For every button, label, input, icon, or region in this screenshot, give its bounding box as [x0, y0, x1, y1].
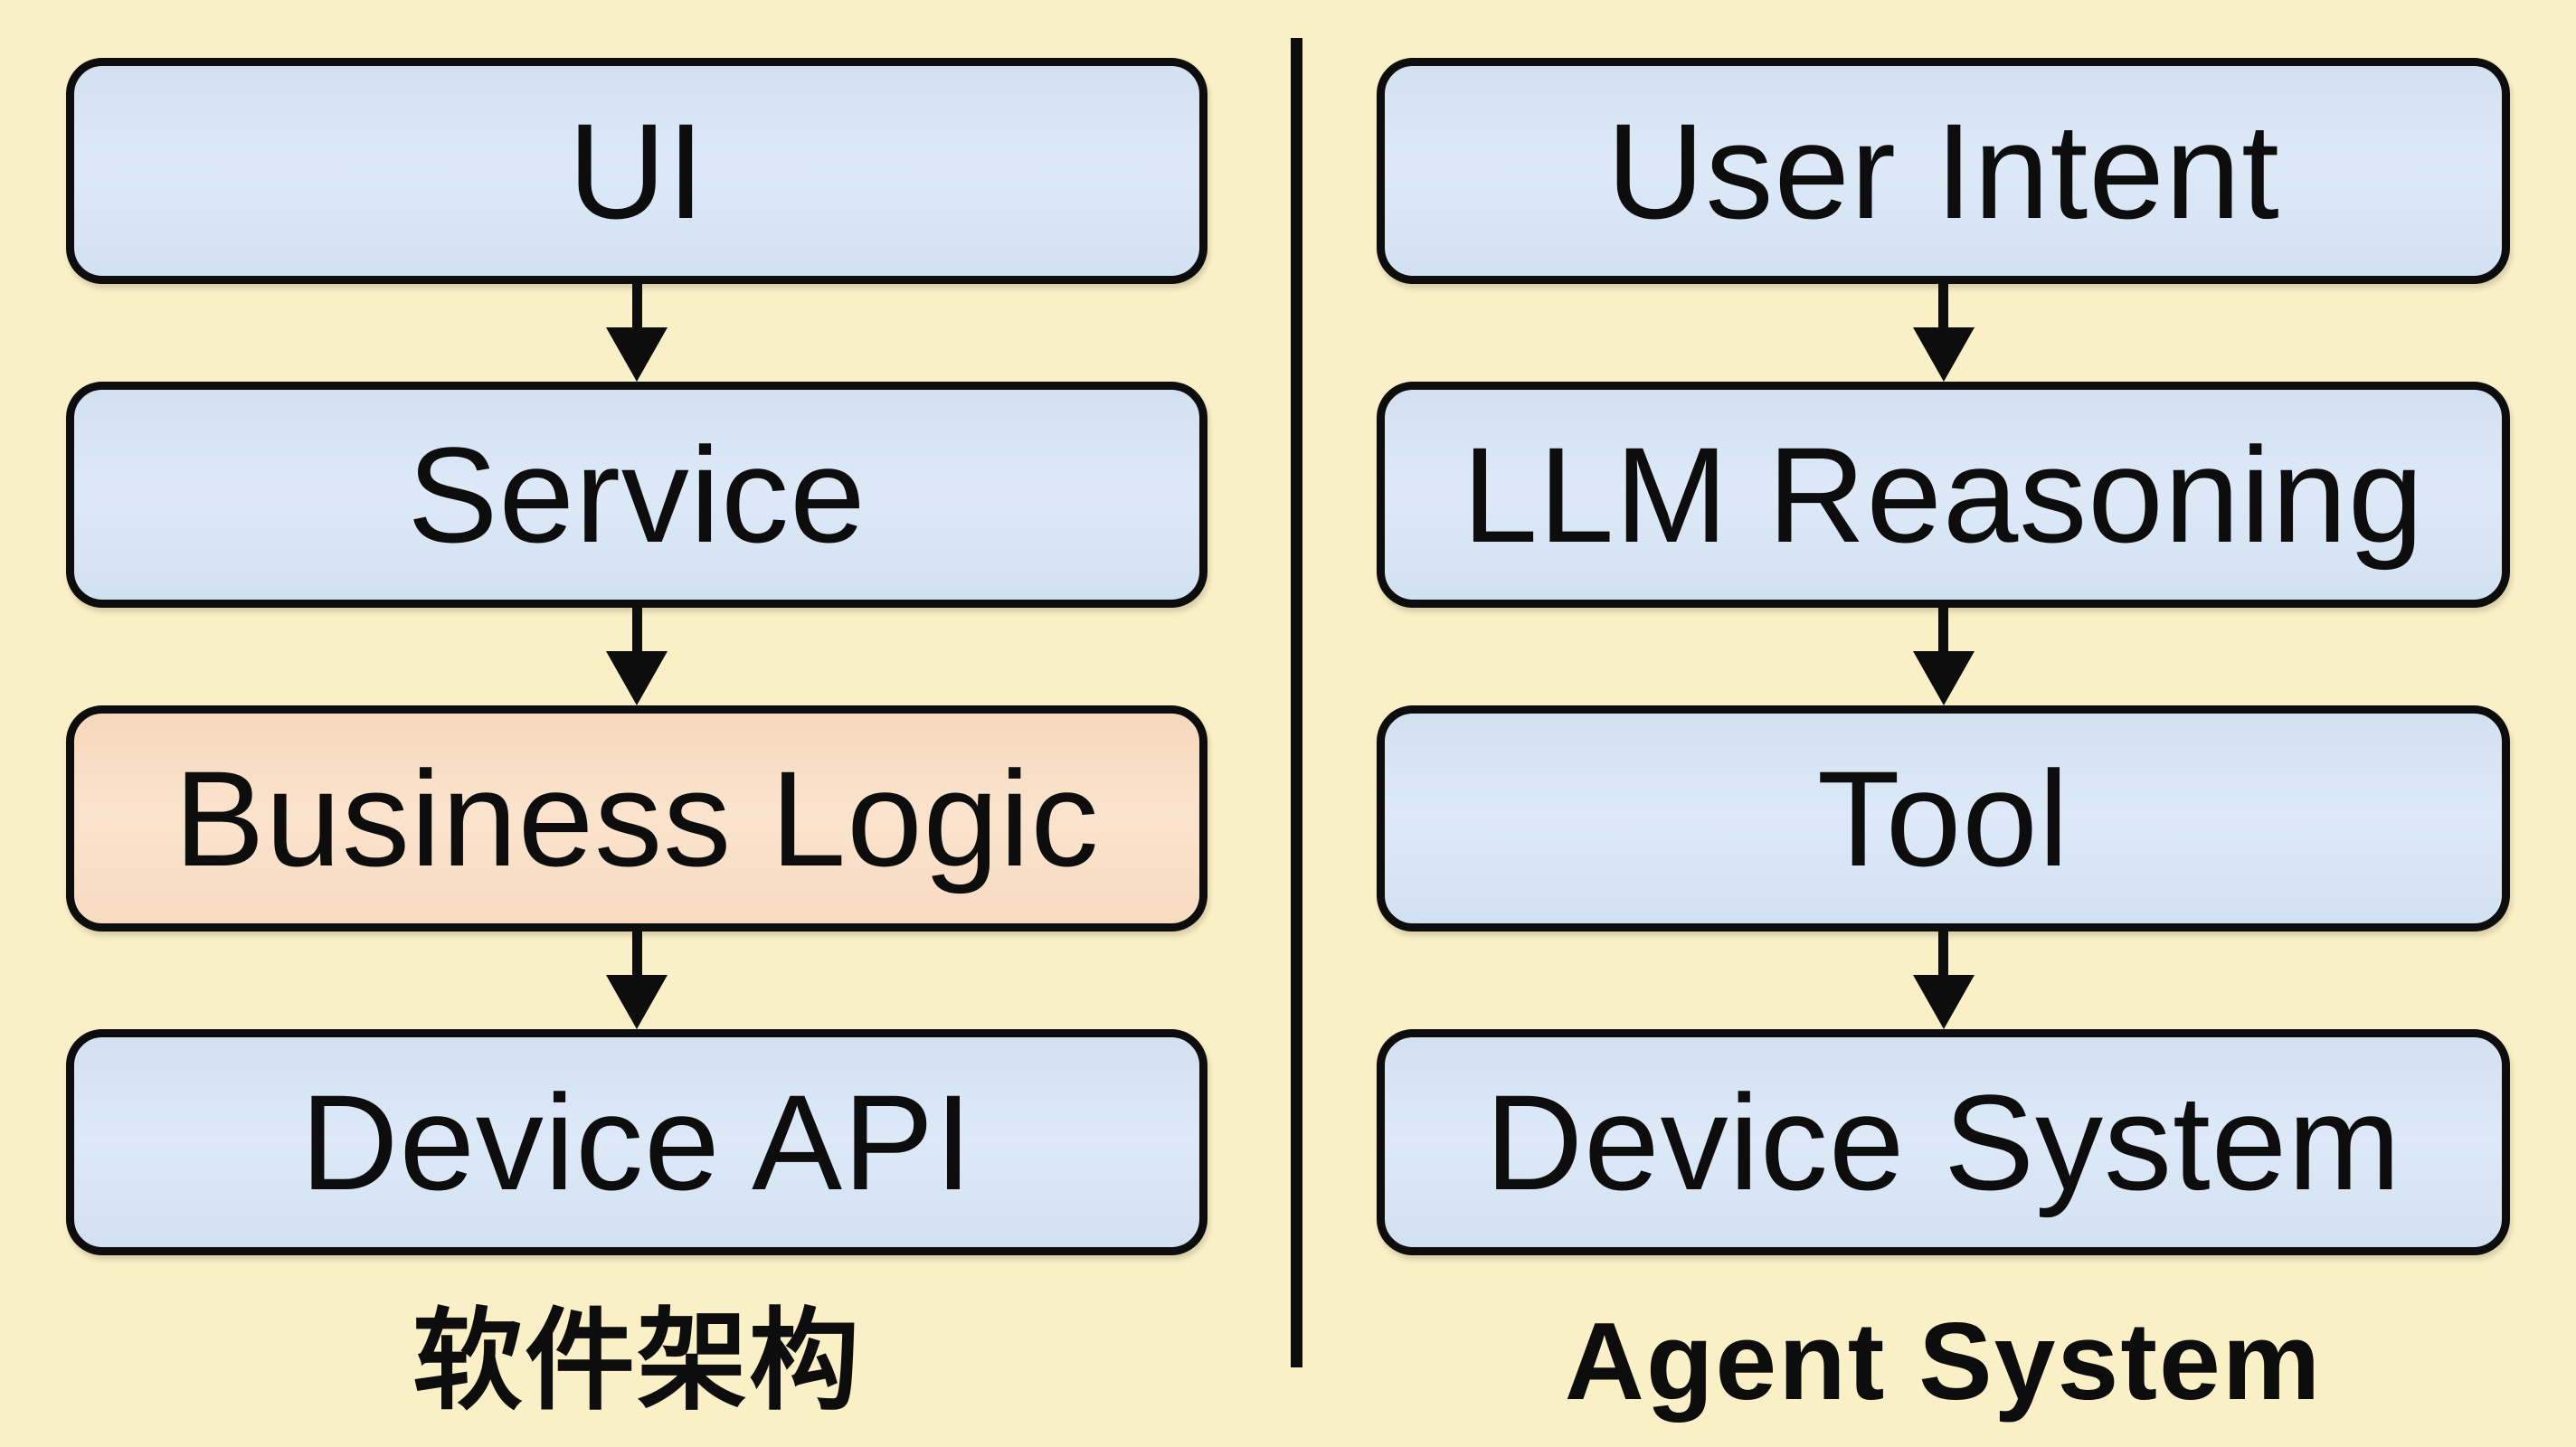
column-label-software-architecture: 软件架构	[412, 1300, 861, 1423]
column-divider	[1291, 38, 1302, 1367]
flow-box-device-api: Device API	[66, 1029, 1208, 1255]
software-architecture-column: UI Service Business Logic Device API 软件架…	[66, 58, 1208, 1422]
flow-box-ui: UI	[66, 58, 1208, 284]
flow-box-device-system: Device System	[1377, 1029, 2510, 1255]
arrow-down-icon	[66, 284, 1208, 382]
flow-box-business-logic: Business Logic	[66, 705, 1208, 932]
flow-box-business-logic-label: Business Logic	[174, 742, 1100, 894]
flow-box-service: Service	[66, 382, 1208, 608]
flow-box-user-intent: User Intent	[1377, 58, 2510, 284]
arrow-down-icon	[66, 608, 1208, 705]
flow-box-user-intent-label: User Intent	[1606, 95, 2280, 247]
flow-box-service-label: Service	[407, 419, 867, 571]
arrow-down-icon	[1377, 932, 2510, 1029]
column-label-agent-system: Agent System	[1564, 1300, 2323, 1423]
arrow-down-icon	[1377, 284, 2510, 382]
flow-box-ui-label: UI	[568, 95, 706, 247]
flow-box-llm-reasoning: LLM Reasoning	[1377, 382, 2510, 608]
flow-box-llm-reasoning-label: LLM Reasoning	[1462, 419, 2425, 571]
flow-box-tool: Tool	[1377, 705, 2510, 932]
flow-box-device-api-label: Device API	[300, 1066, 973, 1218]
flow-box-device-system-label: Device System	[1484, 1066, 2402, 1218]
arrow-down-icon	[1377, 608, 2510, 705]
agent-system-column: User Intent LLM Reasoning Tool Device Sy…	[1377, 58, 2510, 1422]
arrow-down-icon	[66, 932, 1208, 1029]
flow-box-tool-label: Tool	[1816, 742, 2070, 894]
